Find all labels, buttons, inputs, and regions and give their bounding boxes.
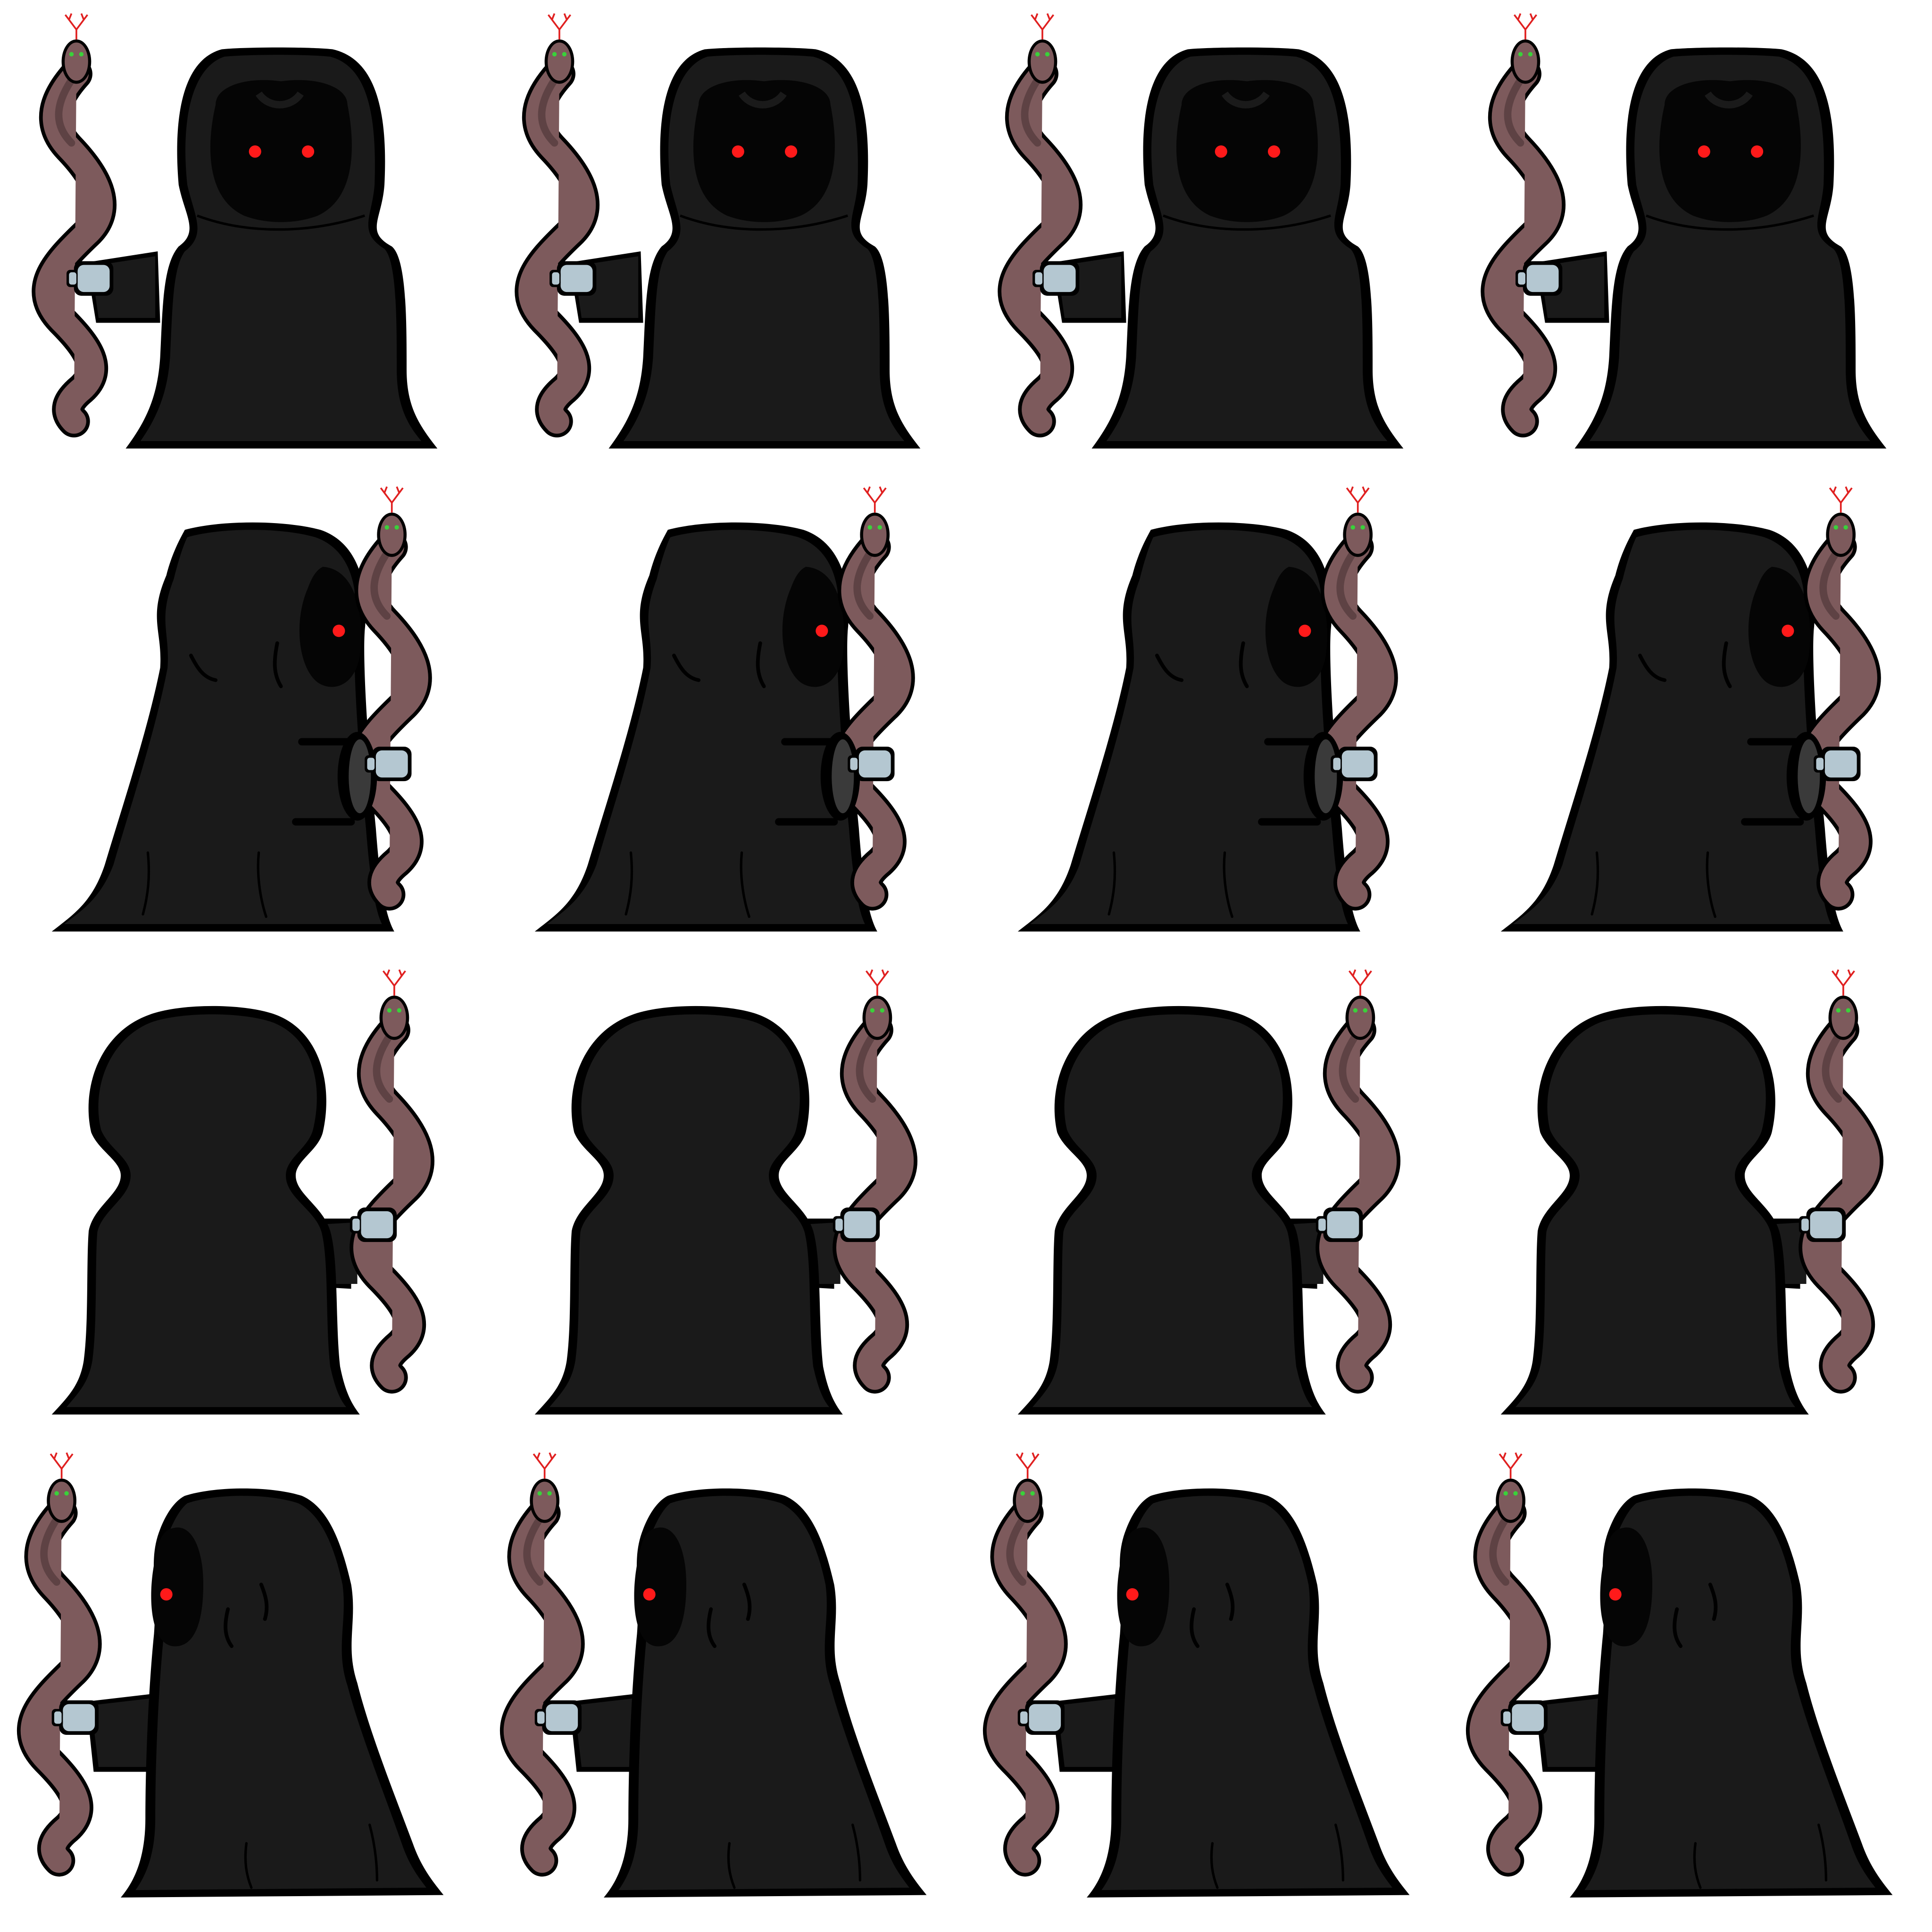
sprite-sheet: .robe { fill: #1a1a1a; } .face { fill: #… bbox=[31, 9, 1895, 1899]
